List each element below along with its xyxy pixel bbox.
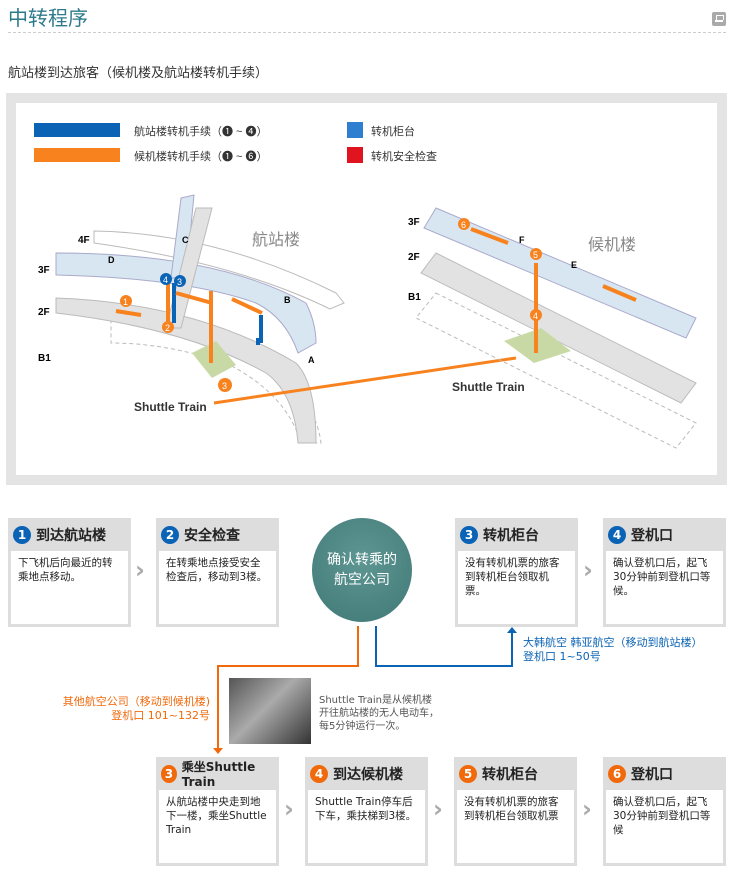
step-card: 3 转机柜台没有转机机票的旅客到转机柜台领取机票。	[455, 518, 578, 627]
step-title: 乘坐Shuttle Train	[181, 760, 256, 789]
floor-label: 4F	[78, 235, 90, 246]
shuttle-train-photo	[229, 678, 311, 744]
counter-icon	[347, 122, 363, 138]
chevron-right-icon: ›	[433, 795, 443, 823]
step-body: 下飞机后向最近的转乘地点移动。	[11, 551, 128, 624]
step-body: 没有转机机票的旅客到转机柜台领取机票	[457, 790, 574, 863]
step-title: 登机口	[631, 766, 673, 783]
map-marker: 3	[222, 381, 227, 391]
step-number: 4	[310, 764, 328, 783]
floor-label: 3F	[38, 265, 50, 276]
print-icon[interactable]	[712, 12, 726, 26]
step-number: 2	[161, 525, 179, 544]
map-marker: 1	[123, 297, 128, 307]
step-body: 没有转机机票的旅客到转机柜台领取机票。	[458, 551, 575, 624]
gate-label: E	[571, 260, 577, 270]
gate-label: D	[108, 255, 115, 265]
map-marker: 5	[533, 250, 538, 260]
step-body: 确认登机口后，起飞30分钟前到登机口等候。	[606, 551, 723, 624]
orange-route-line	[357, 626, 359, 666]
transfer-map: 航站楼转机手续（❶ ~ ❹） 候机楼转机手续（❶ ~ ❻） 转机柜台 转机安全检…	[6, 93, 727, 485]
legend-blue-label: 航站楼转机手续（❶ ~ ❹）	[134, 124, 268, 138]
step-body: 确认登机口后，起飞30分钟前到登机口等候	[606, 790, 723, 863]
gate-label: C	[182, 235, 189, 245]
step-body: 从航站楼中央走到地下一楼，乘坐Shuttle Train	[159, 790, 276, 863]
orange-route-note: 其他航空公司（移动到候机楼)登机口 101~132号	[62, 695, 210, 722]
gate-label: F	[519, 235, 525, 245]
step-title: 转机柜台	[482, 766, 538, 783]
step-number: 4	[608, 525, 626, 544]
step-title: 到达航站楼	[36, 527, 106, 544]
confirm-airline-label: 确认转乘的航空公司	[327, 552, 397, 588]
map-marker: 4	[533, 311, 538, 321]
shuttle-label: Shuttle Train	[134, 400, 207, 414]
step-card: 5 转机柜台没有转机机票的旅客到转机柜台领取机票	[454, 757, 577, 866]
step-title: 到达候机楼	[333, 766, 403, 783]
step-title: 登机口	[631, 527, 673, 544]
divider	[8, 32, 726, 33]
gate-label: B	[284, 295, 291, 305]
arrow-up-icon	[507, 627, 517, 633]
concourse-label: 候机楼	[588, 236, 636, 254]
blue-route-line	[511, 632, 513, 667]
map-marker: 2	[165, 323, 170, 333]
step-number: 1	[13, 525, 31, 544]
step-card: 1 到达航站楼下飞机后向最近的转乘地点移动。	[8, 518, 131, 627]
confirm-airline-circle: 确认转乘的航空公司	[312, 518, 412, 622]
blue-route-line	[375, 665, 512, 667]
blue-route-line	[375, 626, 377, 666]
gate-label: A	[308, 355, 315, 365]
legend-orange-label: 候机楼转机手续（❶ ~ ❻）	[134, 149, 268, 163]
step-card: 6 登机口确认登机口后，起飞30分钟前到登机口等候	[603, 757, 726, 866]
orange-route-line	[217, 665, 359, 667]
section-subtitle: 航站楼到达旅客（候机楼及航站楼转机手续）	[8, 66, 269, 81]
legend-blue-swatch	[34, 123, 120, 137]
step-number: 5	[459, 764, 477, 783]
chevron-right-icon: ›	[582, 795, 592, 823]
blue-route-note: 大韩航空 韩亚航空（移动到航站楼）登机口 1~50号	[523, 636, 703, 663]
chevron-right-icon: ›	[135, 556, 145, 584]
floor-label: B1	[38, 353, 51, 364]
step-number: 6	[608, 764, 626, 783]
step-body: 在转乘地点接受安全检查后，移动到3楼。	[159, 551, 276, 624]
step-card: 2 安全检查在转乘地点接受安全检查后，移动到3楼。	[156, 518, 279, 627]
page-title: 中转程序	[8, 6, 88, 30]
legend-counter-label: 转机柜台	[371, 124, 415, 138]
terminal-label: 航站楼	[252, 231, 300, 249]
map-marker: 6	[461, 220, 466, 230]
step-title: 安全检查	[184, 527, 240, 544]
floor-label: 2F	[408, 252, 420, 263]
map-marker: 3	[177, 277, 182, 287]
shuttle-label: Shuttle Train	[452, 380, 525, 394]
step-card: 4 到达候机楼 Shuttle Train停车后下车，乘扶梯到3楼。	[305, 757, 428, 866]
arrow-down-icon	[213, 748, 223, 754]
chevron-right-icon: ›	[583, 556, 593, 584]
floor-label: 3F	[408, 217, 420, 228]
legend-security-label: 转机安全检查	[371, 149, 437, 163]
step-number: 3	[161, 764, 177, 783]
step-number: 3	[460, 525, 478, 544]
floor-label: 2F	[38, 307, 50, 318]
chevron-right-icon: ›	[284, 795, 294, 823]
security-icon	[347, 147, 363, 163]
step-title: 转机柜台	[483, 527, 539, 544]
orange-route-line	[217, 665, 219, 749]
floor-label: B1	[408, 292, 421, 303]
shuttle-route	[213, 356, 517, 405]
legend-orange-swatch	[34, 148, 120, 162]
map-marker: 4	[163, 275, 168, 285]
step-body: Shuttle Train停车后下车，乘扶梯到3楼。	[308, 790, 425, 863]
shuttle-train-note: Shuttle Train是从候机楼开往航站楼的无人电动车，每5分钟运行一次。	[319, 695, 439, 732]
step-card: 4 登机口确认登机口后，起飞30分钟前到登机口等候。	[603, 518, 726, 627]
